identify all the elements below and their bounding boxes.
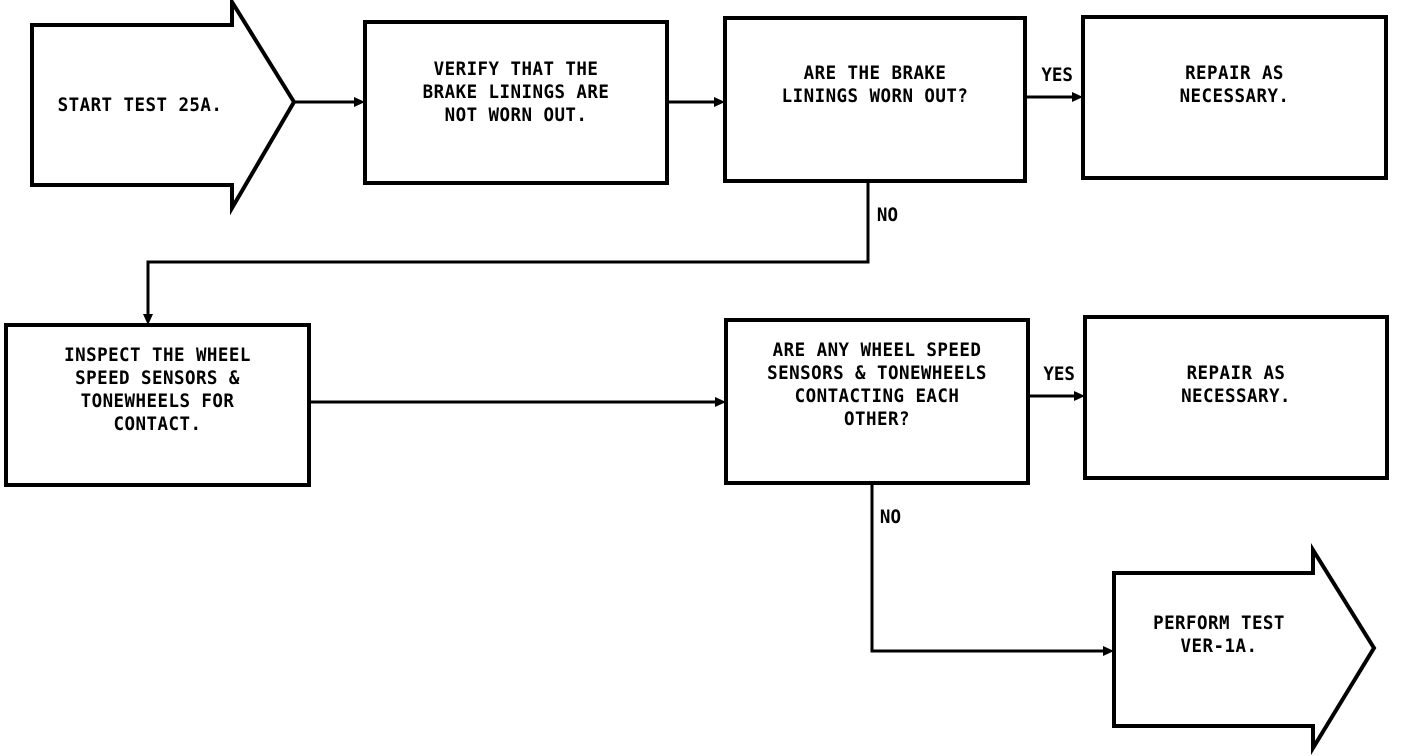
text-line: VER-1A. bbox=[1180, 635, 1258, 657]
branch-no-label-2: NO bbox=[879, 506, 901, 528]
text-line: NOT WORN OUT. bbox=[444, 103, 588, 126]
text-line: PERFORM TEST bbox=[1153, 612, 1285, 634]
arrowhead-question-linings bbox=[714, 97, 725, 107]
text-line: INSPECT THE WHEEL bbox=[64, 344, 251, 366]
connector-no-to-perform bbox=[870, 483, 1105, 653]
repair-box-1 bbox=[1081, 15, 1388, 180]
arrowhead-repair-2 bbox=[1074, 391, 1085, 401]
connector-no-to-inspect bbox=[146, 181, 870, 315]
repair-box-2 bbox=[1083, 315, 1389, 480]
branch-yes-label-1: YES bbox=[1041, 64, 1073, 86]
start-test-label: START TEST 25A. bbox=[48, 25, 232, 185]
text-line: CONTACTING EACH bbox=[794, 385, 960, 407]
question-contact-box bbox=[724, 318, 1030, 485]
arrowhead-question-contact bbox=[715, 397, 726, 407]
text-line: SPEED SENSORS & bbox=[75, 367, 240, 389]
text-line: SENSORS & TONEWHEELS bbox=[767, 362, 987, 384]
arrowhead-perform bbox=[1103, 646, 1114, 656]
branch-yes-label-2: YES bbox=[1043, 363, 1075, 385]
inspect-box bbox=[4, 323, 311, 487]
text-line: BRAKE LININGS ARE bbox=[422, 80, 610, 103]
text-line: LININGS WORN OUT? bbox=[781, 85, 969, 107]
text-line: REPAIR AS bbox=[1186, 362, 1286, 384]
arrowhead-inspect bbox=[143, 314, 153, 325]
text-line: TONEWHEELS FOR bbox=[80, 390, 235, 412]
text-line: NECESSARY. bbox=[1179, 85, 1290, 107]
text-line: VERIFY THAT THE bbox=[433, 57, 599, 80]
text-line: NECESSARY. bbox=[1181, 385, 1291, 407]
verify-box bbox=[363, 20, 669, 185]
question-linings-box bbox=[723, 16, 1027, 183]
perform-arrow-shape bbox=[1112, 543, 1377, 756]
arrowhead-repair-1 bbox=[1072, 92, 1083, 102]
text-line: START TEST 25A. bbox=[57, 93, 223, 116]
branch-no-label-1: NO bbox=[876, 204, 898, 226]
text-line: ARE ANY WHEEL SPEED bbox=[772, 339, 982, 361]
start-arrow-shape bbox=[30, 0, 297, 216]
text-line: OTHER? bbox=[844, 408, 910, 430]
text-line: CONTACT. bbox=[113, 413, 202, 435]
text-line: ARE THE BRAKE bbox=[803, 62, 947, 84]
text-line: REPAIR AS bbox=[1185, 62, 1284, 84]
arrowhead-verify bbox=[354, 97, 365, 107]
